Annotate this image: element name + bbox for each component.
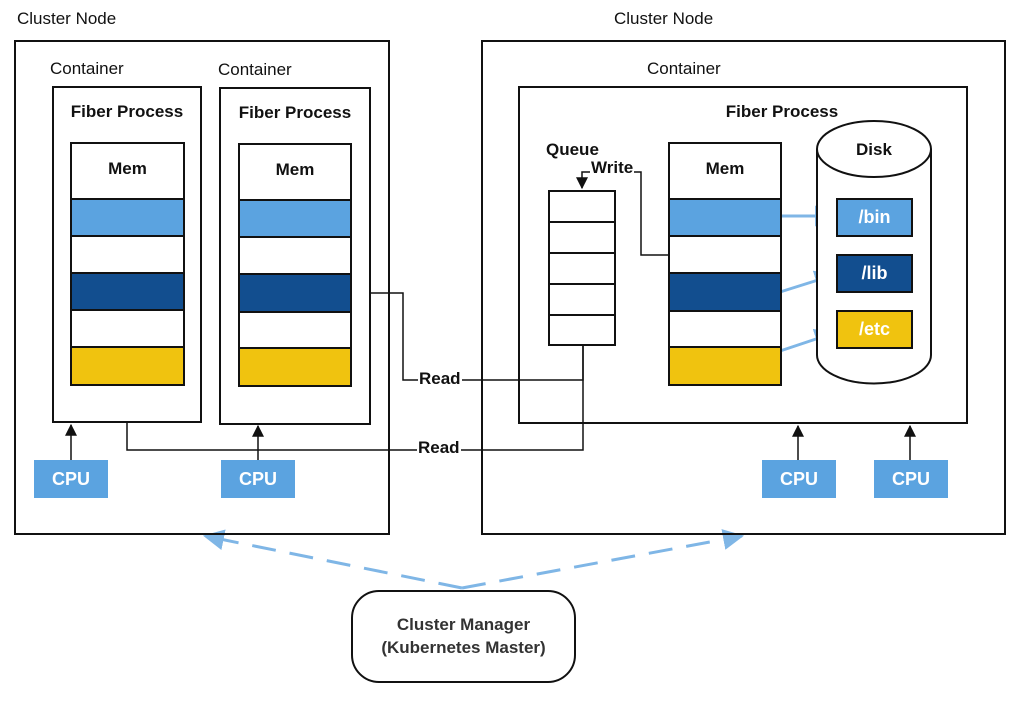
queue-cell-1 xyxy=(548,190,616,223)
container-1-label: Container xyxy=(50,59,124,78)
cluster-manager: Cluster Manager (Kubernetes Master) xyxy=(351,590,576,683)
mem-3-label: Mem xyxy=(705,159,745,178)
left-cluster-node xyxy=(14,40,390,535)
fiber-process-2-title: Fiber Process xyxy=(238,103,352,122)
cluster-manager-subtitle: (Kubernetes Master) xyxy=(381,637,546,657)
mem-1-slot-empty-1 xyxy=(70,235,185,274)
fiber-process-3-title: Fiber Process xyxy=(725,102,839,121)
cpu-right-1: CPU xyxy=(762,460,836,498)
fiber-process-1-title: Fiber Process xyxy=(70,102,184,121)
disk-path-etc: /etc xyxy=(836,310,913,349)
mem-2-slot-light-blue xyxy=(238,199,352,238)
right-cluster-node-label: Cluster Node xyxy=(614,9,714,28)
mem-2-slot-empty-1 xyxy=(238,236,352,275)
mem-2-slot-yellow xyxy=(238,347,352,387)
mem-3-slot-empty-1 xyxy=(668,235,782,274)
disk-label: Disk xyxy=(856,140,892,159)
queue-cell-3 xyxy=(548,252,616,285)
mem-1-slot-dark-blue xyxy=(70,272,185,311)
mem-1-slot-light-blue xyxy=(70,198,185,237)
mem-2-slot-dark-blue xyxy=(238,273,352,313)
disk-path-bin: /bin xyxy=(836,198,913,237)
cluster-manager-title: Cluster Manager xyxy=(396,614,531,634)
cpu-right-2: CPU xyxy=(874,460,948,498)
mem-3-header: Mem xyxy=(668,142,782,200)
manager-dashed-arrow-right xyxy=(461,529,745,590)
manager-dashed-arrow-left xyxy=(202,529,463,590)
cpu-left-2: CPU xyxy=(221,460,295,498)
disk-path-lib: /lib xyxy=(836,254,913,293)
mem-2-label: Mem xyxy=(275,160,315,179)
container-2-label: Container xyxy=(218,60,292,79)
mem-1-slot-yellow xyxy=(70,346,185,386)
read-label-bottom: Read xyxy=(417,438,461,458)
write-connector xyxy=(576,171,668,256)
mem-3-slot-yellow xyxy=(668,346,782,386)
cpu-left-1: CPU xyxy=(34,460,108,498)
mem-1-slot-empty-2 xyxy=(70,309,185,348)
mem-3-slot-empty-2 xyxy=(668,310,782,348)
mem-3-slot-light-blue xyxy=(668,198,782,237)
mem-1-label: Mem xyxy=(108,159,147,178)
container-3-label: Container xyxy=(647,59,721,78)
read-label-top: Read xyxy=(418,369,462,389)
mem-2-header: Mem xyxy=(238,143,352,201)
queue-cell-5 xyxy=(548,314,616,346)
fiber-process-3: Fiber Process xyxy=(518,86,968,424)
write-label: Write xyxy=(590,158,635,178)
left-cluster-node-label: Cluster Node xyxy=(17,9,117,28)
mem-2-slot-empty-2 xyxy=(238,311,352,349)
right-cluster-node xyxy=(481,40,1006,535)
queue-cell-4 xyxy=(548,283,616,316)
queue-cell-2 xyxy=(548,221,616,254)
mem-1-header: Mem xyxy=(70,142,185,200)
queue-label: Queue xyxy=(546,140,599,159)
mem-3-slot-dark-blue xyxy=(668,272,782,312)
